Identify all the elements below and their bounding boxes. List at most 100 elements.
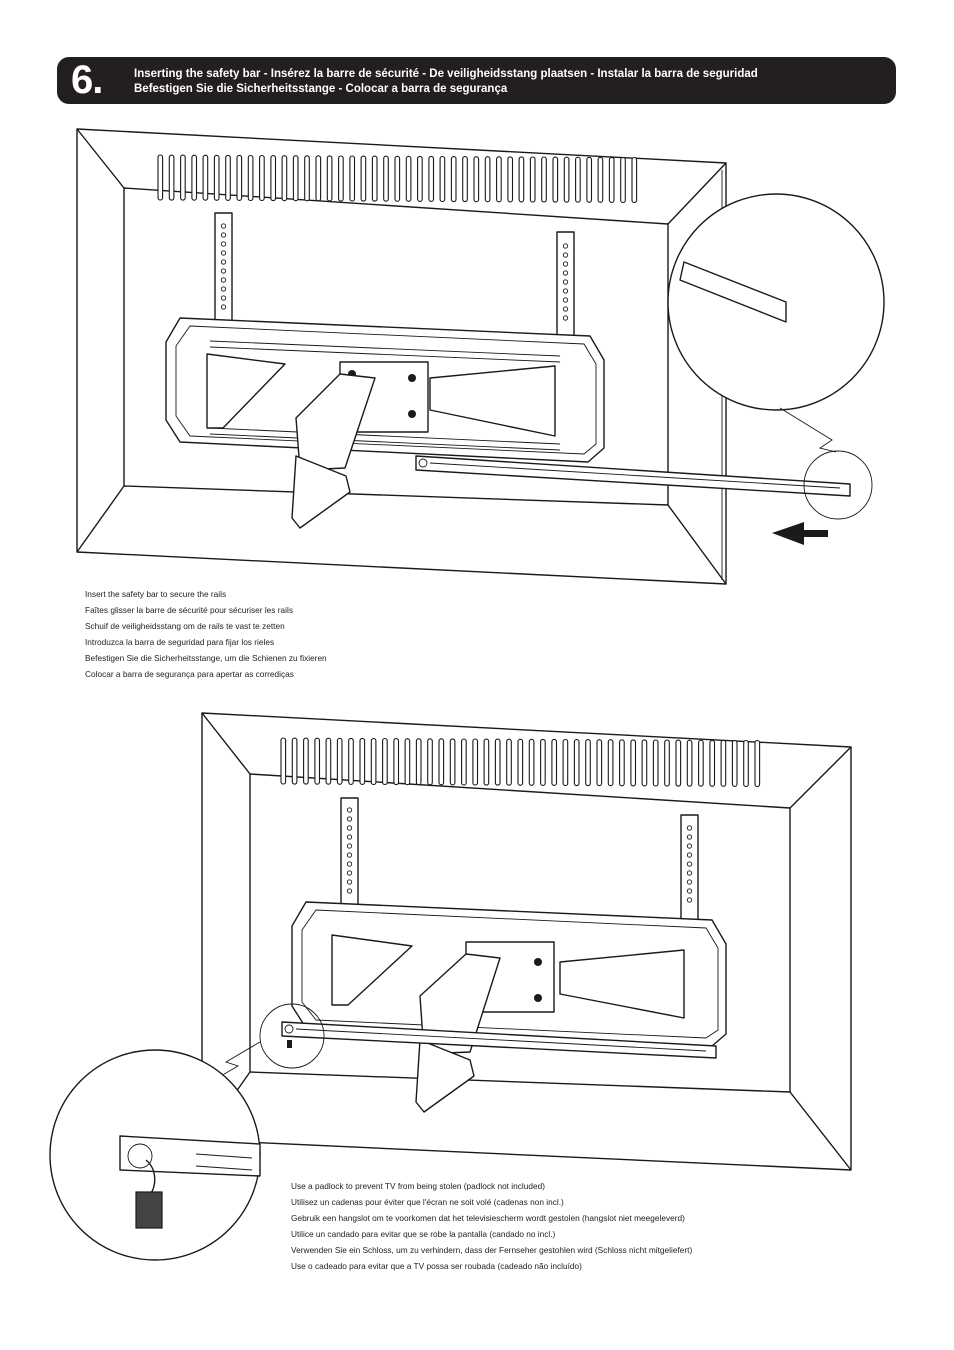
vent-slot [551, 738, 558, 786]
vent-slot [450, 156, 457, 203]
vent-slot [415, 738, 422, 786]
vent-slot [529, 156, 536, 203]
vent-slot [619, 739, 625, 787]
vent-slot [575, 156, 581, 203]
vent-slot [709, 739, 716, 787]
vent-slot [461, 738, 467, 786]
vent-slot [597, 156, 604, 203]
caption-line: Use o cadeado para evitar que a TV possa… [291, 1261, 582, 1271]
caption-line: Verwenden Sie ein Schloss, um zu verhind… [291, 1245, 693, 1255]
vent-slot [552, 156, 559, 203]
bracket-hole [562, 270, 569, 276]
vent-slot [157, 154, 164, 201]
vent-slot [462, 156, 468, 203]
bracket-hole [220, 232, 227, 238]
step-title: Inserting the safety bar - Insérez la ba… [134, 67, 758, 96]
figure-1-illustration [76, 128, 885, 585]
vent-slot [280, 737, 287, 785]
bracket-hole [346, 861, 353, 867]
bracket-hole [562, 315, 569, 321]
vent-slot [686, 739, 693, 787]
caption-line: Gebruik een hangslot om te voorkomen dat… [291, 1213, 685, 1223]
vent-slot [213, 154, 220, 201]
bracket-hole [686, 834, 693, 840]
vent-slot [383, 155, 389, 202]
vent-slot [247, 154, 254, 202]
vent-slot [664, 739, 670, 787]
vent-slot [371, 155, 378, 202]
bracket-hole [562, 252, 569, 258]
vent-slot [540, 738, 546, 786]
vent-slot [720, 739, 727, 787]
vent-slot [731, 739, 738, 787]
figure-2-captions: Use a padlock to prevent TV from being s… [291, 1178, 692, 1274]
bracket-hole [346, 870, 353, 876]
bracket-hole [346, 879, 353, 885]
vent-slot [562, 738, 569, 787]
vent-slot [585, 739, 591, 787]
vent-slot [349, 155, 356, 202]
vent-slot [315, 155, 322, 202]
vent-slot [359, 737, 366, 785]
vent-slot [191, 154, 198, 201]
bracket-hole [562, 261, 569, 267]
vent-slot [541, 156, 547, 203]
caption-line: Introduzca la barra de seguridad para fi… [85, 637, 275, 647]
bracket-hole [346, 888, 353, 894]
vent-slot [393, 738, 400, 786]
vent-slot [586, 156, 593, 203]
vent-slot [360, 155, 367, 202]
bracket-hole [686, 879, 693, 885]
vent-slot [427, 738, 433, 786]
step-header: 6. Inserting the safety bar - Insérez la… [57, 57, 896, 104]
bracket-hole [686, 843, 693, 849]
bracket-hole [686, 897, 693, 903]
vent-slot [259, 154, 265, 202]
bracket-hole [220, 250, 227, 256]
vent-slot [325, 737, 332, 785]
vent-slot [281, 155, 288, 202]
vent-slot [404, 738, 411, 786]
bracket-hole [686, 861, 693, 867]
vent-slot [370, 737, 377, 786]
bracket-hole [346, 843, 353, 849]
caption-line: Colocar a barra de segurança para aperta… [85, 669, 294, 679]
vent-slot [506, 738, 512, 786]
vent-slot [180, 154, 186, 201]
bracket-hole [220, 277, 227, 283]
bracket-hole [220, 286, 227, 292]
vent-slot [517, 738, 524, 786]
vent-slot [449, 738, 456, 786]
bracket-hole [220, 223, 227, 229]
bracket-hole [562, 306, 569, 312]
vent-slot [326, 155, 333, 202]
vent-slots [157, 154, 638, 204]
vent-slot [620, 156, 626, 204]
bracket-hole [220, 304, 227, 310]
vent-slot [472, 738, 479, 786]
padlock-icon [135, 1191, 163, 1229]
vent-slot [270, 155, 277, 202]
step-title-line-1: Inserting the safety bar - Insérez la ba… [134, 68, 758, 80]
vent-slot [518, 156, 525, 203]
figure-2-illustration [49, 712, 852, 1261]
vent-slot [303, 737, 309, 785]
vent-slot [382, 737, 388, 786]
vent-slot [336, 737, 343, 785]
bracket-hole [220, 259, 227, 265]
bracket-hole [686, 825, 693, 831]
vent-slot [528, 738, 535, 786]
bracket-hole [346, 825, 353, 831]
vent-slot [573, 739, 580, 787]
vent-slot [608, 156, 615, 203]
vent-slot [202, 154, 209, 201]
bracket-hole [220, 295, 227, 301]
vent-slot [304, 155, 310, 202]
caption-line: Faîtes glisser la barre de sécurité pour… [85, 605, 293, 615]
vent-slot [496, 156, 502, 203]
figure-1-captions: Insert the safety bar to secure the rail… [85, 586, 327, 682]
vent-slot [314, 737, 321, 785]
caption-line: Use a padlock to prevent TV from being s… [291, 1181, 545, 1191]
vent-slot [641, 739, 648, 787]
bracket-hole [220, 241, 227, 247]
